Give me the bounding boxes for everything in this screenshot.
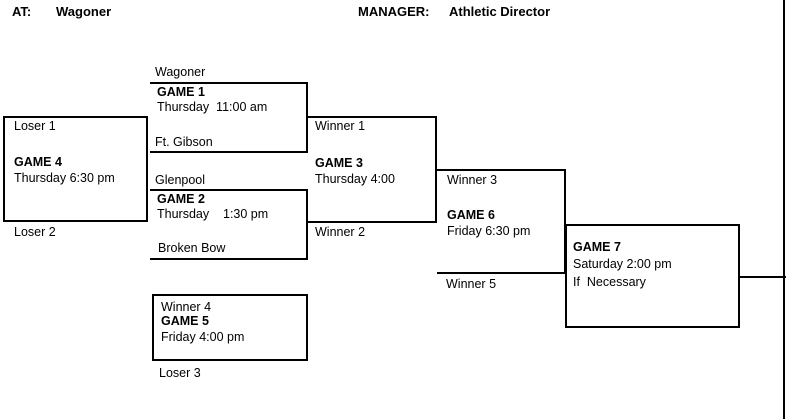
champion-line bbox=[738, 276, 786, 278]
game6-time: Friday 6:30 pm bbox=[447, 224, 531, 238]
game1-bottom-line bbox=[150, 151, 308, 153]
game1-top-team: Wagoner bbox=[155, 65, 206, 79]
game2-bottom-team: Broken Bow bbox=[158, 241, 226, 255]
game5-box bbox=[152, 294, 308, 361]
game1-title: GAME 1 bbox=[157, 85, 205, 99]
game2-top-team: Glenpool bbox=[155, 173, 206, 187]
page-right-border bbox=[783, 0, 785, 419]
game2-time: Thursday 1:30 pm bbox=[157, 207, 269, 221]
game6-top-slot: Winner 3 bbox=[447, 173, 498, 187]
game3-time: Thursday 4:00 bbox=[315, 172, 395, 186]
at-label: AT: bbox=[12, 4, 32, 19]
game2-bottom-line bbox=[150, 258, 308, 260]
game3-bottom-line bbox=[306, 221, 437, 223]
game5-title: GAME 5 bbox=[161, 314, 209, 328]
manager-value: Athletic Director bbox=[449, 4, 551, 19]
game3-top-line bbox=[306, 116, 437, 118]
game7-title: GAME 7 bbox=[573, 240, 621, 254]
game3-title: GAME 3 bbox=[315, 156, 363, 170]
game4-bottom-slot: Loser 2 bbox=[14, 225, 56, 239]
game2-title: GAME 2 bbox=[157, 192, 205, 206]
game5-bottom-slot: Loser 3 bbox=[159, 366, 201, 380]
game2-right-line bbox=[306, 189, 308, 260]
manager-label: MANAGER: bbox=[358, 4, 430, 19]
at-value: Wagoner bbox=[56, 4, 112, 19]
game4-time: Thursday 6:30 pm bbox=[14, 171, 115, 185]
game5-time: Friday 4:00 pm bbox=[161, 330, 245, 344]
game1-bottom-team: Ft. Gibson bbox=[155, 135, 213, 149]
game3-bottom-slot: Winner 2 bbox=[315, 225, 366, 239]
game5-top-slot: Winner 4 bbox=[161, 300, 212, 314]
game7-note: If Necessary bbox=[573, 275, 646, 289]
game1-top-line bbox=[150, 82, 308, 84]
game4-box bbox=[3, 116, 148, 222]
game1-time: Thursday 11:00 am bbox=[157, 100, 268, 114]
game4-title: GAME 4 bbox=[14, 155, 62, 169]
game4-top-slot: Loser 1 bbox=[14, 119, 56, 133]
game6-bottom-line bbox=[437, 272, 566, 274]
game6-title: GAME 6 bbox=[447, 208, 495, 222]
game6-top-line bbox=[435, 169, 566, 171]
game7-time: Saturday 2:00 pm bbox=[573, 257, 672, 271]
game6-bottom-slot: Winner 5 bbox=[446, 277, 497, 291]
game3-top-slot: Winner 1 bbox=[315, 119, 366, 133]
game6-right-line bbox=[564, 169, 566, 274]
game2-top-line bbox=[150, 189, 308, 191]
